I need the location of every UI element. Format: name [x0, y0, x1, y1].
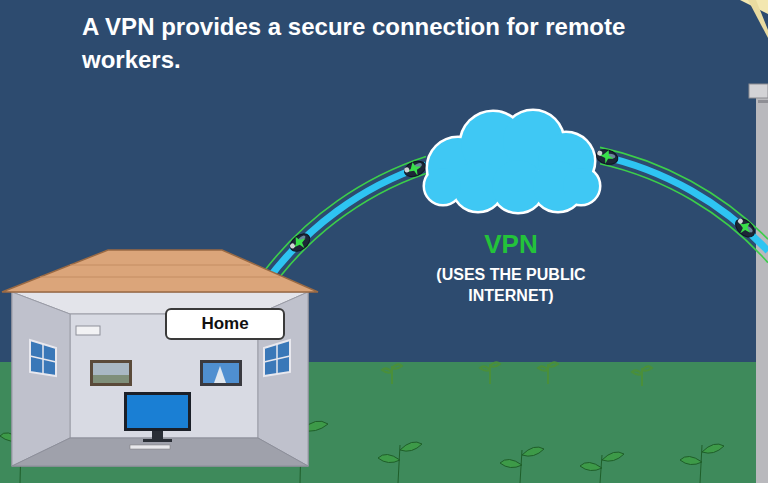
vpn-heading: VPN [418, 228, 604, 260]
shape-rect [152, 431, 163, 439]
shape-rect [143, 439, 172, 442]
shape-g [425, 111, 599, 212]
vpn-note: (USES THE PUBLIC INTERNET) [418, 264, 604, 306]
shape-polygon [12, 292, 70, 466]
shape-path [600, 164, 768, 263]
shape-rect [127, 395, 188, 428]
shape-rect [758, 100, 768, 103]
shape-circle [425, 168, 461, 204]
shape-rect [749, 84, 768, 98]
shape-circle [425, 168, 461, 204]
shape-rect [93, 375, 129, 383]
shape-path [632, 366, 652, 386]
shape-path [500, 447, 544, 483]
shape-rect [200, 360, 242, 386]
house-illustration [0, 248, 320, 468]
shape-rect [203, 363, 239, 383]
shape-path [264, 344, 290, 374]
sun-glow [740, 0, 768, 38]
shape-path [480, 362, 500, 384]
shape-circle [563, 168, 599, 204]
shape-use [287, 230, 313, 255]
shape-use [595, 148, 620, 167]
vpn-tunnel [266, 157, 426, 297]
shape-rect [130, 445, 170, 449]
shape-polygon [214, 366, 226, 383]
shape-polygon [12, 438, 308, 466]
shape-rect [124, 392, 191, 431]
shape-use [732, 215, 758, 240]
shape-polygon [2, 250, 318, 292]
shape-rect [90, 360, 132, 386]
shape-path [538, 362, 558, 384]
title: A VPN provides a secure connection for r… [82, 10, 662, 76]
tunnel-edge [266, 173, 426, 296]
shape-path [580, 452, 624, 483]
shape-path [40, 265, 280, 277]
vpn-cloud: VPN (USES THE PUBLIC INTERNET) [418, 106, 604, 318]
shape-rect [76, 326, 100, 335]
shape-rect [93, 363, 129, 383]
office-building [749, 84, 768, 483]
shape-polygon [30, 340, 56, 376]
shape-path [680, 444, 724, 483]
shape-polygon [748, 0, 768, 38]
shape-use [402, 158, 428, 179]
shape-polygon [264, 340, 290, 376]
shape-polygon [12, 292, 308, 466]
shape-path [378, 442, 422, 483]
cloud-caption: VPN (USES THE PUBLIC INTERNET) [418, 228, 604, 306]
shape-g [425, 111, 599, 212]
home-house: Home [0, 248, 320, 468]
home-label: Home [165, 308, 285, 340]
shape-circle [563, 168, 599, 204]
shape-path [30, 344, 56, 374]
shape-rect [756, 92, 768, 483]
cloud-shape [418, 106, 604, 216]
shape-path [382, 364, 402, 384]
right-tunnel [600, 147, 768, 262]
